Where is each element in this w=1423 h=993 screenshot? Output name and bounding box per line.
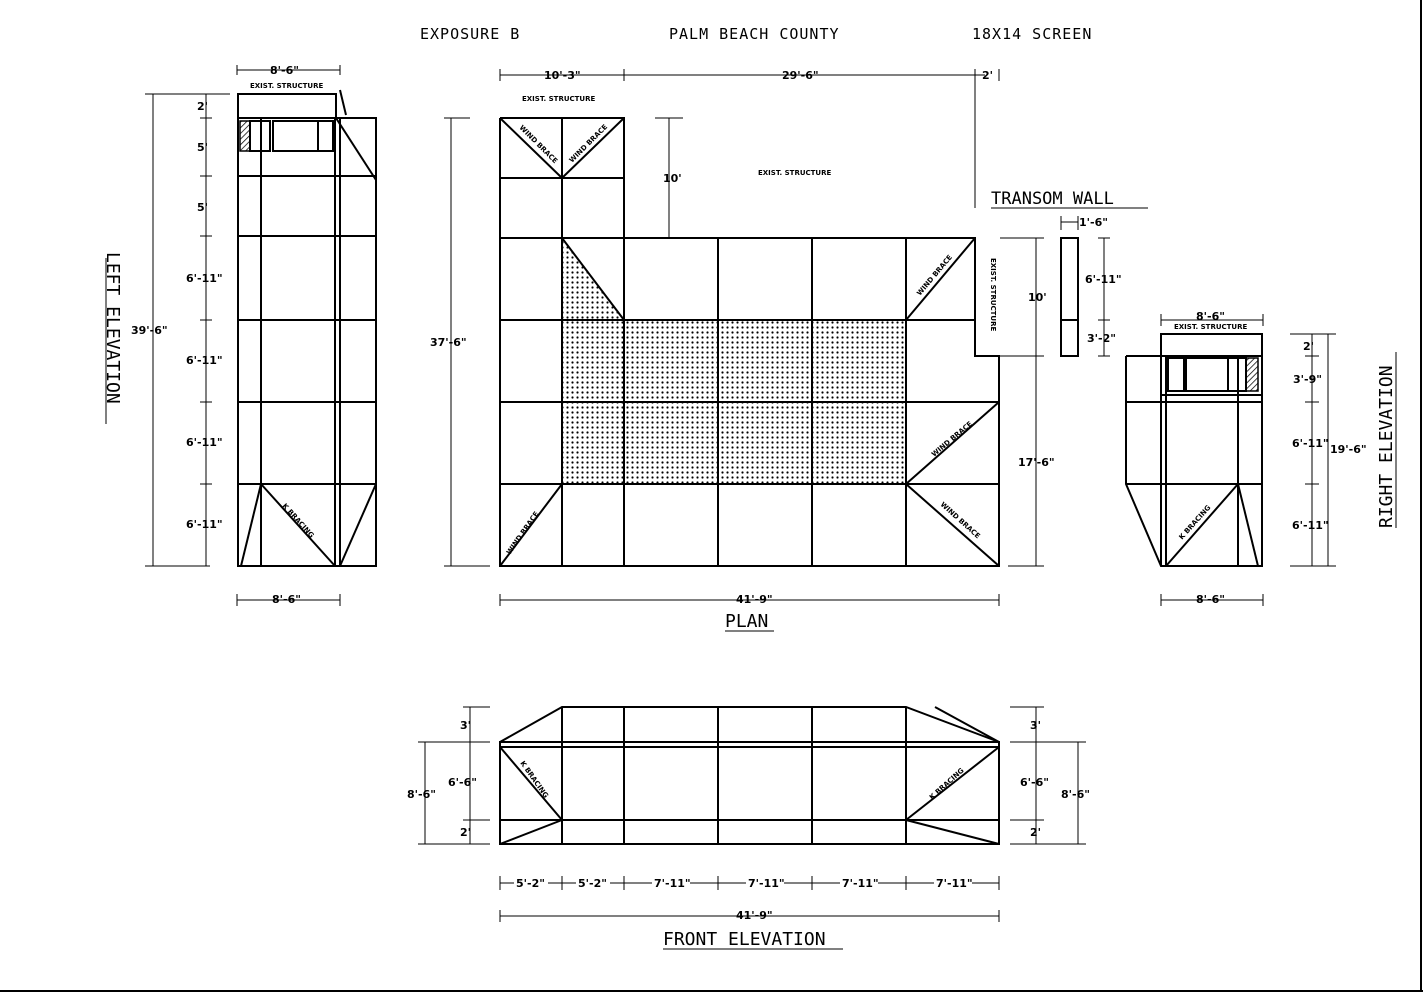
right-k-bracing: K BRACING <box>1178 504 1213 542</box>
header-screen: 18X14 SCREEN <box>972 25 1092 43</box>
header-county: PALM BEACH COUNTY <box>669 25 840 43</box>
left-elevation-title: LEFT ELEVATION <box>102 252 123 404</box>
front-left-dim-4: 8'-6" <box>407 788 436 801</box>
plan-exist-structure-center: EXIST. STRUCTURE <box>758 169 832 177</box>
plan-height-left: 37'-6" <box>430 336 467 349</box>
plan-right-lower: 17'-6" <box>1018 456 1055 469</box>
left-exist-structure: EXIST. STRUCTURE <box>250 82 324 90</box>
front-left-dim-3: 2' <box>460 826 471 839</box>
front-right-dim-1: 3' <box>1030 719 1041 732</box>
right-row-3: 6'-11" <box>1292 437 1329 450</box>
plan-wind-brace-2: WIND BRACE <box>568 123 610 165</box>
left-total-height: 39'-6" <box>131 324 168 337</box>
left-row-6: 6'-11" <box>186 436 223 449</box>
plan-wind-brace-5: WIND BRACE <box>939 501 982 541</box>
right-row-4: 6'-11" <box>1292 519 1329 532</box>
left-k-bracing: K BRACING <box>281 502 316 540</box>
front-left-dim-2: 6'-6" <box>448 776 477 789</box>
right-row-1: 2' <box>1303 340 1314 353</box>
left-elevation: LEFT ELEVATION 8'-6" EXIST. STRUCTURE K … <box>102 64 377 606</box>
plan-top-dim-3: 2' <box>982 69 993 82</box>
left-row-5: 6'-11" <box>186 354 223 367</box>
front-right-dim-2: 6'-6" <box>1020 776 1049 789</box>
plan-wind-brace-4: WIND BRACE <box>930 420 974 459</box>
transom-upper: 6'-11" <box>1085 273 1122 286</box>
front-bay-6: 7'-11" <box>936 877 973 890</box>
plan-view: 10'-3" 29'-6" 2' EXIST. STRUCTURE EXIST.… <box>430 69 1055 632</box>
right-exist-structure: EXIST. STRUCTURE <box>1174 323 1248 331</box>
left-bottom-width: 8'-6" <box>272 593 301 606</box>
left-row-1: 2' <box>197 100 208 113</box>
plan-inset-dim: 10' <box>663 172 682 185</box>
front-k-bracing-right: K BRACING <box>928 766 966 801</box>
transom-wall: TRANSOM WALL 1'-6" 6'-11" 3'-2" <box>991 189 1148 357</box>
front-elevation-title: FRONT ELEVATION <box>663 929 826 950</box>
right-total-height: 19'-6" <box>1330 443 1367 456</box>
front-bay-4: 7'-11" <box>748 877 785 890</box>
plan-bottom-width: 41'-9" <box>736 593 773 606</box>
transom-title: TRANSOM WALL <box>991 189 1114 209</box>
front-bay-2: 5'-2" <box>578 877 607 890</box>
plan-exist-structure-right: EXIST. STRUCTURE <box>989 258 997 332</box>
front-total: 41'-9" <box>736 909 773 922</box>
right-top-width: 8'-6" <box>1196 310 1225 323</box>
header-exposure: EXPOSURE B <box>420 25 520 43</box>
front-bay-5: 7'-11" <box>842 877 879 890</box>
transom-lower: 3'-2" <box>1087 332 1116 345</box>
transom-width: 1'-6" <box>1079 216 1108 229</box>
left-row-4: 6'-11" <box>186 272 223 285</box>
front-left-dim-1: 3' <box>460 719 471 732</box>
plan-top-dim-2: 29'-6" <box>782 69 819 82</box>
left-top-width: 8'-6" <box>270 64 299 77</box>
left-row-2: 5' <box>197 141 208 154</box>
left-row-7: 6'-11" <box>186 518 223 531</box>
front-right-dim-3: 2' <box>1030 826 1041 839</box>
plan-wind-brace-3: WIND BRACE <box>915 253 954 297</box>
plan-top-dim-1: 10'-3" <box>544 69 581 82</box>
front-k-bracing-left: K BRACING <box>518 760 550 800</box>
front-bay-3: 7'-11" <box>654 877 691 890</box>
front-elevation: K BRACING K BRACING 3' 6'-6" 2' 8'-6" 3'… <box>407 706 1090 950</box>
plan-wind-brace-1: WIND BRACE <box>518 124 560 166</box>
right-bottom-width: 8'-6" <box>1196 593 1225 606</box>
right-elevation: 8'-6" EXIST. STRUCTURE K BRACING 2' 3'-9… <box>1125 310 1397 606</box>
right-elevation-title: RIGHT ELEVATION <box>1376 365 1397 528</box>
plan-wind-brace-6: WIND BRACE <box>505 510 541 556</box>
front-bay-1: 5'-2" <box>516 877 545 890</box>
left-row-3: 5' <box>197 201 208 214</box>
plan-right-upper: 10' <box>1028 291 1047 304</box>
plan-title: PLAN <box>725 611 768 632</box>
front-right-dim-4: 8'-6" <box>1061 788 1090 801</box>
plan-exist-structure-left: EXIST. STRUCTURE <box>522 95 596 103</box>
right-row-2: 3'-9" <box>1293 373 1322 386</box>
